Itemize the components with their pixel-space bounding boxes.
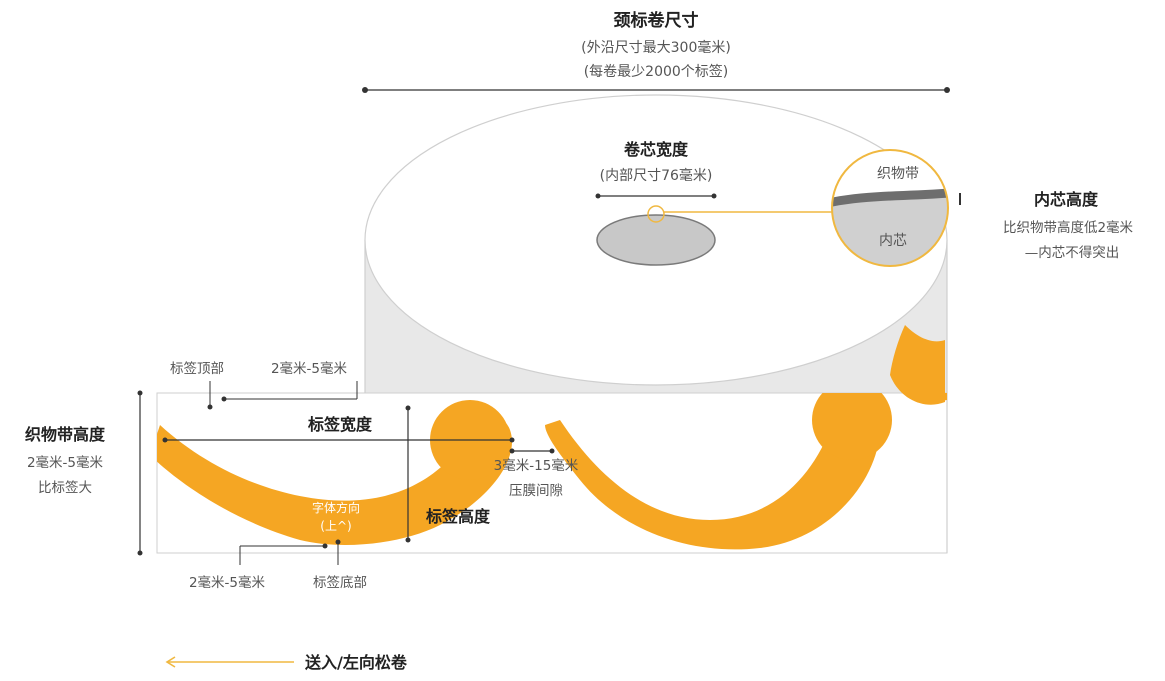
inset-core-fill <box>832 196 948 266</box>
dim-end-dot <box>405 405 411 411</box>
top-margin-text: 2毫米-5毫米 <box>271 360 348 377</box>
roll-size-line2: (每卷最少2000个标签) <box>584 63 729 80</box>
label-width-text: 标签宽度 <box>307 415 373 434</box>
dim-end-dot <box>405 537 411 543</box>
inset-ribbon-label: 织物带 <box>877 166 919 182</box>
dim-end-dot <box>711 193 717 199</box>
roll-size-annotation: 颈标卷尺寸 (外沿尺寸最大300毫米) (每卷最少2000个标签) <box>362 10 950 93</box>
label-shape-second <box>545 405 880 550</box>
dim-end-dot <box>549 448 555 454</box>
label-width-annotation: 标签宽度 <box>162 415 515 443</box>
label-shape-third-top <box>890 325 945 405</box>
dim-end-dot <box>509 448 515 454</box>
label-bottom-text: 标签底部 <box>313 574 367 591</box>
dim-end-dot <box>137 390 143 396</box>
label-inner-text: 标签 字体方向 (上^) <box>312 478 360 533</box>
dim-end-dot <box>595 193 601 199</box>
label-bottom-annotation: 2毫米-5毫米 标签底部 <box>189 539 367 591</box>
feed-direction: 送入/左向松卷 <box>165 653 408 672</box>
core-width-title: 卷芯宽度 <box>623 140 689 159</box>
roll-size-line1: (外沿尺寸最大300毫米) <box>581 39 731 56</box>
core-height-line1: 比织物带高度低2毫米 <box>1003 219 1134 236</box>
core <box>596 205 833 266</box>
label-top-annotation: 标签顶部 2毫米-5毫米 <box>170 360 358 410</box>
dim-end-dot <box>207 404 213 410</box>
ribbon-height-title: 织物带高度 <box>25 425 106 444</box>
roll-size-title: 颈标卷尺寸 <box>614 10 699 31</box>
gap-line2: 压膜间隙 <box>509 483 563 499</box>
label-shape-main <box>157 416 513 545</box>
dim-end-dot <box>362 87 368 93</box>
core-height-line2: —内芯不得突出 <box>1025 244 1120 261</box>
label-orientation: 字体方向 <box>312 500 360 515</box>
inset-ribbon-band <box>832 188 948 207</box>
core-focus-marker <box>647 205 665 223</box>
bottom-margin-text: 2毫米-5毫米 <box>189 574 266 591</box>
dim-end-dot <box>137 550 143 556</box>
label-bulge-2 <box>812 393 892 460</box>
core-hole <box>596 214 716 266</box>
ribbon-height-annotation: 织物带高度 2毫米-5毫米 比标签大 <box>25 390 143 556</box>
label-up: (上^) <box>320 519 351 533</box>
core-width-annotation: 卷芯宽度 (内部尺寸76毫米) <box>595 140 717 199</box>
dim-end-dot <box>509 437 515 443</box>
label-height-annotation: 标签高度 <box>405 405 491 543</box>
gap-line1: 3毫米-15毫米 <box>494 457 579 474</box>
ribbon-height-line1: 2毫米-5毫米 <box>27 454 104 471</box>
inset-magnifier: 织物带 内芯 <box>831 149 961 267</box>
ribbon-height-line2: 比标签大 <box>38 479 92 496</box>
dim-end-dot <box>162 437 168 443</box>
dim-end-dot <box>944 87 950 93</box>
core-height-title: 内芯高度 <box>1034 190 1099 209</box>
label-height-text: 标签高度 <box>425 507 491 526</box>
inset-circle <box>831 149 949 267</box>
dim-end-dot <box>221 396 227 402</box>
feed-text: 送入/左向松卷 <box>304 653 408 672</box>
core-width-sub: (内部尺寸76毫米) <box>600 167 713 184</box>
gap-annotation: 3毫米-15毫米 压膜间隙 <box>494 448 579 499</box>
label-name: 标签 <box>321 478 351 496</box>
inset-core-label: 内芯 <box>879 233 907 249</box>
left-arrow-icon <box>165 656 176 668</box>
label-top-text: 标签顶部 <box>170 360 224 377</box>
core-height-annotation: 内芯高度 比织物带高度低2毫米 —内芯不得突出 <box>1003 190 1134 261</box>
dim-end-dot <box>335 539 341 545</box>
dim-end-dot <box>322 543 328 549</box>
